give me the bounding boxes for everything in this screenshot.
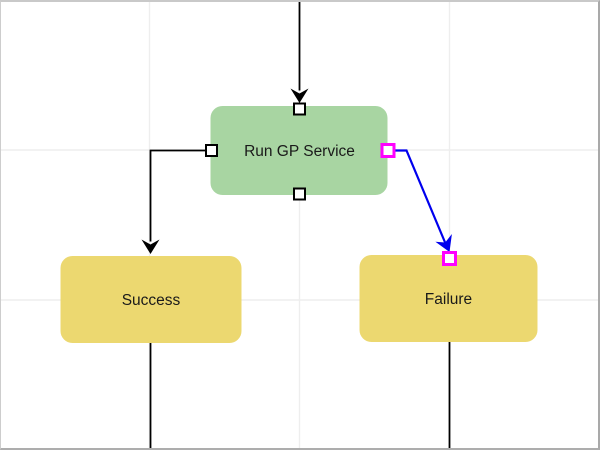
node-run-gp-service[interactable] (210, 106, 388, 195)
port-run-gp-bottom[interactable] (293, 187, 306, 201)
node-run-gp-service-label: Run GP Service (244, 143, 355, 160)
ports-layer (205, 102, 457, 266)
node-failure-label: Failure (425, 291, 472, 308)
port-run-gp-top[interactable] (293, 102, 306, 116)
port-run-gp-left[interactable] (205, 144, 218, 157)
edge-to-success[interactable] (141, 149, 207, 255)
port-run-gp-right-selected[interactable] (380, 143, 396, 158)
node-success[interactable] (60, 256, 242, 343)
edges-layer (141, 2, 452, 448)
edge-to-failure-arrowhead (435, 234, 452, 252)
edge-to-success-line[interactable] (149, 149, 207, 242)
edge-to-failure-line[interactable] (394, 149, 447, 244)
edge-incoming-top-arrowhead (290, 88, 309, 103)
edge-to-failure[interactable] (394, 149, 452, 253)
node-failure[interactable] (359, 255, 538, 342)
edge-incoming-top[interactable] (290, 2, 309, 103)
port-failure-top-selected[interactable] (442, 251, 457, 266)
nodes-layer (60, 106, 538, 343)
labels-layer: Run GP Service Success Failure (122, 143, 472, 309)
node-success-label: Success (122, 292, 181, 309)
edge-to-success-arrowhead (141, 239, 160, 254)
